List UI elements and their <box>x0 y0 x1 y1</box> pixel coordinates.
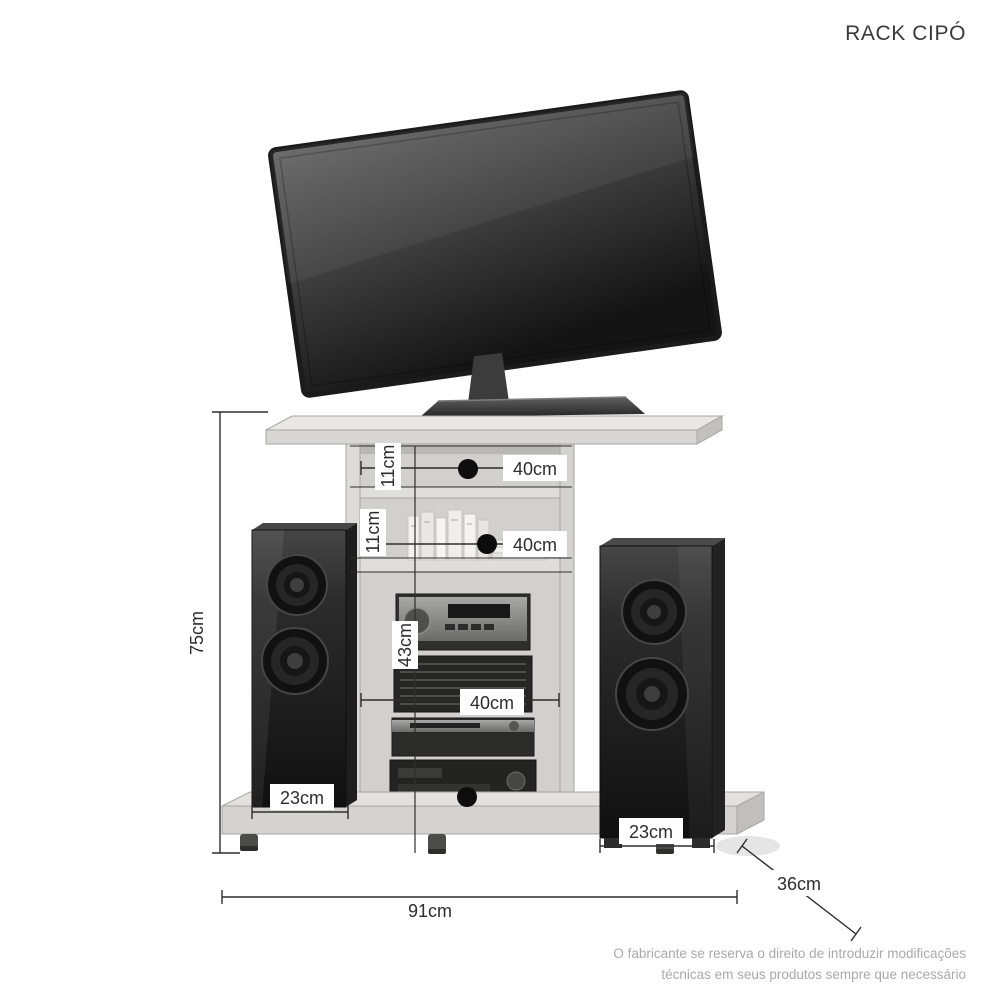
product-title: RACK CIPÓ <box>845 22 966 45</box>
marker-dot <box>457 787 477 807</box>
dimension-labels: 75cm 11cm 11cm 43cm 40cm 40cm 40cm 23cm … <box>187 445 821 921</box>
dim-label-total-width: 91cm <box>408 901 452 921</box>
manufacturer-disclaimer: O fabricante se reserva o direito de int… <box>613 944 966 986</box>
dim-label-compartment-width: 40cm <box>470 693 514 713</box>
speaker-left <box>251 523 357 808</box>
tv-neck <box>468 353 509 403</box>
dim-label-total-height: 75cm <box>187 611 207 655</box>
tv-base <box>420 397 645 417</box>
rack-top-panel <box>265 415 724 445</box>
dim-label-middle-shelf-width: 40cm <box>513 535 557 555</box>
marker-dot <box>458 459 478 479</box>
dim-label-left-side-width: 23cm <box>280 788 324 808</box>
dim-label-right-side-width: 23cm <box>629 822 673 842</box>
dim-label-upper-shelf-width: 40cm <box>513 459 557 479</box>
disclaimer-line-1: O fabricante se reserva o direito de int… <box>613 946 966 962</box>
disclaimer-line-2: técnicas em seus produtos sempre que nec… <box>661 967 966 983</box>
marker-dots <box>457 459 497 807</box>
floor-shadow <box>716 836 780 856</box>
dim-label-compartment-height: 43cm <box>395 623 415 667</box>
speaker-right <box>599 538 725 848</box>
marker-dot <box>477 534 497 554</box>
dim-label-upper-shelf-height: 11cm <box>378 445 398 488</box>
dim-label-depth: 36cm <box>777 874 821 894</box>
dimension-label-backgrounds <box>270 443 830 896</box>
tv <box>268 90 722 417</box>
dim-label-middle-shelf-height: 11cm <box>363 511 383 554</box>
